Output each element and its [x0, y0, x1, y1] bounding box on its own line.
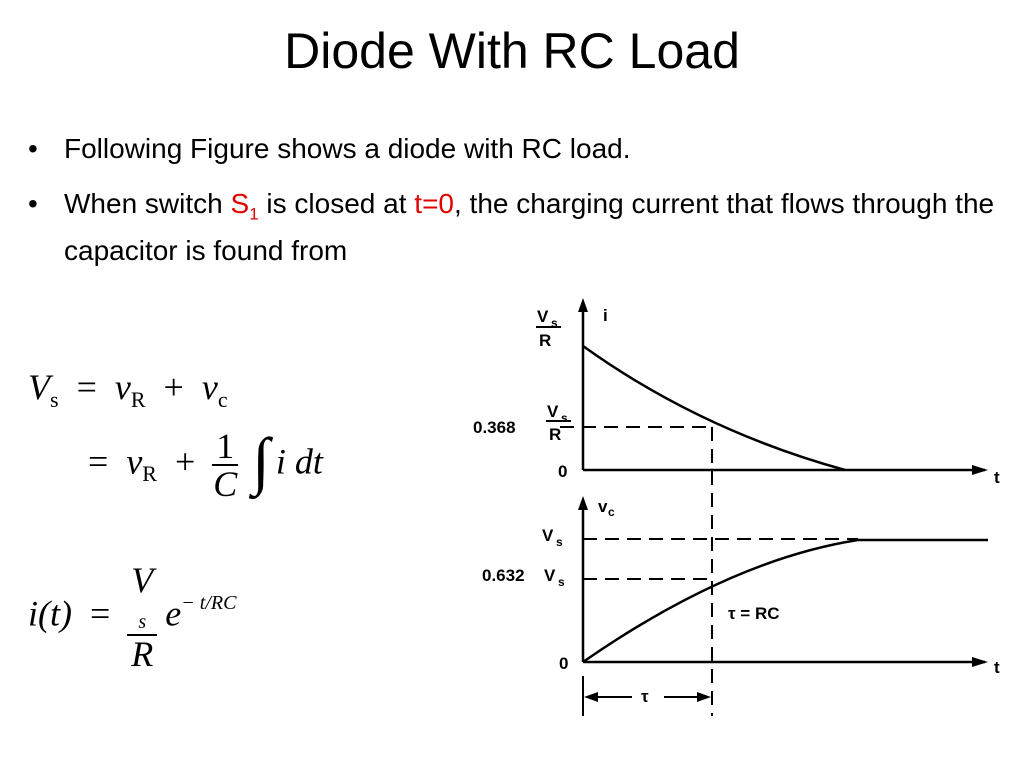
bullet-text-part3: , the charging current that flows throug…: [64, 188, 995, 266]
eq2-term1-sub: R: [142, 461, 157, 487]
top-mid-num-sub: s: [561, 411, 568, 425]
eq1-term2-sub: c: [217, 387, 228, 412]
top-zero: 0: [558, 462, 567, 481]
bullet-text-part1: When switch: [64, 188, 231, 219]
top-y-label: i: [603, 306, 608, 325]
eq3-exp-base: e: [165, 593, 182, 634]
tau-dim-right-arrow: [697, 692, 711, 702]
bottom-mid-label-sub: s: [558, 575, 565, 589]
eq1-term1-sub: R: [130, 387, 146, 412]
top-y-arrow: [578, 298, 588, 312]
voltage-charge-curve: [582, 538, 988, 664]
bottom-mid-coef: 0.632: [482, 566, 525, 585]
eq3-exponent: − t/RC: [181, 592, 237, 615]
eq1-equals: =: [76, 367, 97, 407]
bottom-x-arrow: [972, 657, 988, 667]
tau-equation: τ = RC: [728, 604, 780, 623]
top-mid-coef: 0.368: [473, 418, 516, 437]
bullet-item: Following Figure shows a diode with RC l…: [28, 125, 1008, 172]
current-decay-curve: [582, 344, 846, 472]
eq3-denominator: R: [131, 634, 154, 674]
top-x-label: t: [994, 468, 1000, 487]
bottom-y-arrow: [578, 496, 588, 510]
eq1-term2: v: [201, 367, 218, 407]
time-label: t=0: [414, 188, 454, 219]
eq1-term1: v: [114, 367, 131, 407]
eq3-numerator-v: V: [131, 560, 154, 600]
top-ymax-num-sub: s: [551, 316, 558, 330]
eq3-equals: =: [89, 593, 111, 634]
integral-sign: ∫: [252, 425, 270, 496]
eq2-term1: v: [126, 441, 143, 482]
bullet-text-part2: is closed at: [258, 188, 415, 219]
switch-letter: S: [230, 188, 250, 219]
top-x-arrow: [972, 465, 988, 475]
bottom-vs-label-sub: s: [556, 535, 563, 549]
top-ymax-num: V: [537, 307, 549, 326]
bullet-item: When switch S1 is closed at t=0, the cha…: [28, 180, 1008, 274]
bottom-zero: 0: [559, 654, 568, 673]
switch-label: S1: [230, 188, 259, 223]
top-ymax-den: R: [539, 331, 551, 350]
bullet-list: Following Figure shows a diode with RC l…: [28, 125, 1008, 282]
bottom-x-label: t: [994, 658, 1000, 677]
bottom-vs-label: V: [542, 526, 554, 545]
eq2-numerator: 1: [212, 428, 239, 466]
bullet-text: Following Figure shows a diode with RC l…: [64, 133, 631, 164]
eq3-lhs: i(t): [28, 593, 72, 634]
top-mid-den: R: [549, 425, 561, 444]
bottom-y-label: v: [598, 497, 608, 516]
eq2-equals: =: [88, 441, 109, 482]
switch-subscript: 1: [249, 204, 259, 224]
tau-dim-label: τ: [641, 687, 649, 706]
top-mid-num: V: [547, 402, 559, 421]
eq2-integrand: i dt: [275, 441, 323, 482]
eq3-numerator-sub: s: [138, 611, 147, 633]
eq1-lhs: V: [28, 367, 50, 407]
tau-dim-left-arrow: [584, 692, 598, 702]
eq1-plus: +: [163, 367, 184, 407]
bottom-mid-label: V: [544, 566, 556, 585]
slide-title: Diode With RC Load: [284, 23, 740, 79]
bottom-y-label-sub: c: [608, 505, 615, 519]
eq2-denominator: C: [213, 464, 238, 504]
eq1-lhs-sub: s: [50, 387, 59, 412]
eq2-plus: +: [174, 441, 196, 482]
equation-kvl: Vs = vR + vc: [28, 366, 228, 412]
